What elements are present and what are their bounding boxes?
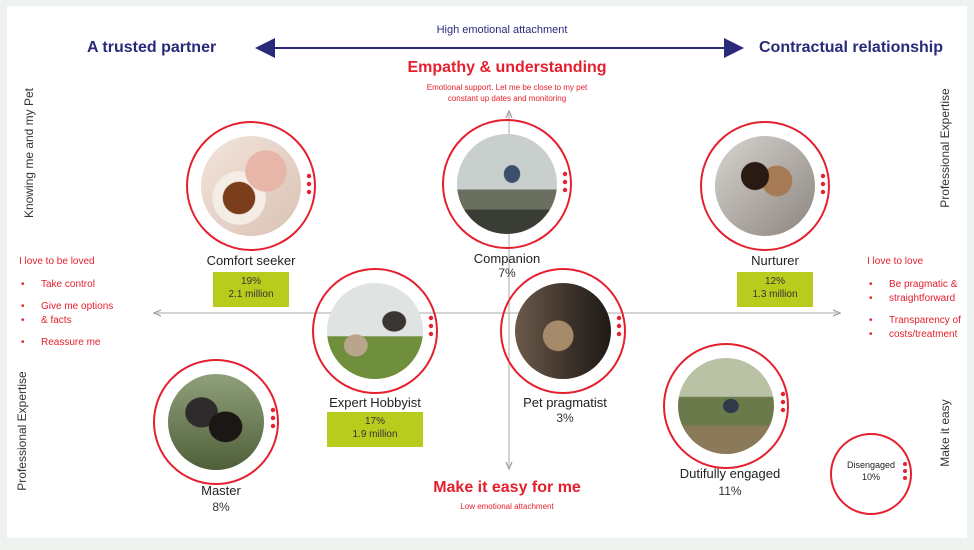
axis-right-bottom-label: Make it easy	[938, 399, 952, 467]
bottom-quadrant-desc: Low emotional attachment	[460, 502, 554, 511]
bottom-quadrant-title: Make it easy for me	[433, 479, 581, 496]
expert-hobbyist-pct: 17%	[364, 416, 385, 427]
companion-pct: 7%	[498, 266, 516, 280]
left-needs-list: Take control Give me options & facts Rea…	[19, 278, 139, 358]
dutifully-engaged-photo	[678, 358, 774, 454]
nurturer-pct: 12%	[764, 276, 785, 287]
nurturer-photo	[715, 136, 815, 236]
top-quadrant-desc-1: Emotional support. Let me be close to my…	[426, 83, 588, 92]
axis-right-top-label: Professional Expertise	[938, 88, 952, 208]
disengaged-ring	[830, 433, 912, 515]
master-photo	[168, 374, 264, 470]
comfort-seeker-stat: 19% 2.1 million	[213, 272, 289, 307]
master-label: Master	[201, 483, 241, 498]
disengaged-label: Disengaged	[846, 460, 896, 470]
top-quadrant-title: Empathy & understanding	[407, 59, 607, 76]
dutifully-engaged-ring	[663, 343, 789, 469]
companion-label: Companion	[473, 251, 541, 266]
right-need-item: Be pragmatic &	[867, 278, 967, 292]
comfort-seeker-count: 2.1 million	[228, 289, 274, 300]
segmentation-diagram: High emotional attachment A trusted part…	[7, 6, 967, 538]
nurturer-label: Nurturer	[751, 253, 799, 268]
expert-hobbyist-count: 1.9 million	[352, 429, 398, 440]
expert-hobbyist-label: Expert Hobbyist	[329, 395, 421, 410]
expert-hobbyist-photo	[327, 283, 423, 379]
comfort-seeker-pct: 19%	[240, 276, 261, 287]
right-needs-list: Be pragmatic & straightforward Transpare…	[867, 278, 967, 350]
nurturer-ring	[700, 121, 830, 251]
disengaged-pct: 10%	[861, 472, 880, 482]
right-need-item-cont: costs/treatment	[867, 328, 967, 342]
top-quadrant-desc-2: constant up dates and monitoring	[447, 94, 567, 103]
right-need-item-cont: straightforward	[867, 292, 967, 306]
expert-hobbyist-stat: 17% 1.9 million	[327, 412, 423, 447]
master-pct: 8%	[212, 500, 230, 514]
right-needs-title: I love to love	[867, 256, 924, 267]
pet-pragmatist-ring	[500, 268, 626, 394]
dutifully-engaged-pct: 11%	[718, 484, 742, 498]
comfort-seeker-label: Comfort seeker	[206, 253, 296, 268]
pet-pragmatist-photo	[515, 283, 611, 379]
left-title: A trusted partner	[87, 39, 217, 56]
comfort-seeker-photo	[201, 136, 301, 236]
left-need-item: Take control	[19, 278, 139, 292]
nurturer-count: 1.3 million	[752, 289, 798, 300]
left-need-item: Reassure me	[19, 336, 139, 350]
comfort-seeker-ring	[186, 121, 316, 251]
right-title: Contractual relationship	[759, 39, 944, 56]
companion-ring	[442, 119, 572, 249]
left-need-item: Give me options	[19, 300, 139, 314]
right-need-item: Transparency of	[867, 314, 967, 328]
axis-left-bottom-label: Professional Expertise	[15, 371, 29, 491]
pet-pragmatist-pct: 3%	[556, 411, 574, 425]
left-need-item-cont: & facts	[19, 314, 139, 328]
dutifully-engaged-label: Dutifully engaged	[679, 466, 781, 481]
pet-pragmatist-label: Pet pragmatist	[523, 395, 607, 410]
nurturer-stat: 12% 1.3 million	[737, 272, 813, 307]
expert-hobbyist-ring	[312, 268, 438, 394]
left-needs-title: I love to be loved	[19, 256, 95, 267]
axes-layer	[153, 38, 912, 515]
master-ring	[153, 359, 279, 485]
attachment-high-label: High emotional attachment	[436, 24, 568, 36]
axis-left-top-label: Knowing me and my Pet	[22, 87, 36, 219]
companion-photo	[457, 134, 557, 234]
